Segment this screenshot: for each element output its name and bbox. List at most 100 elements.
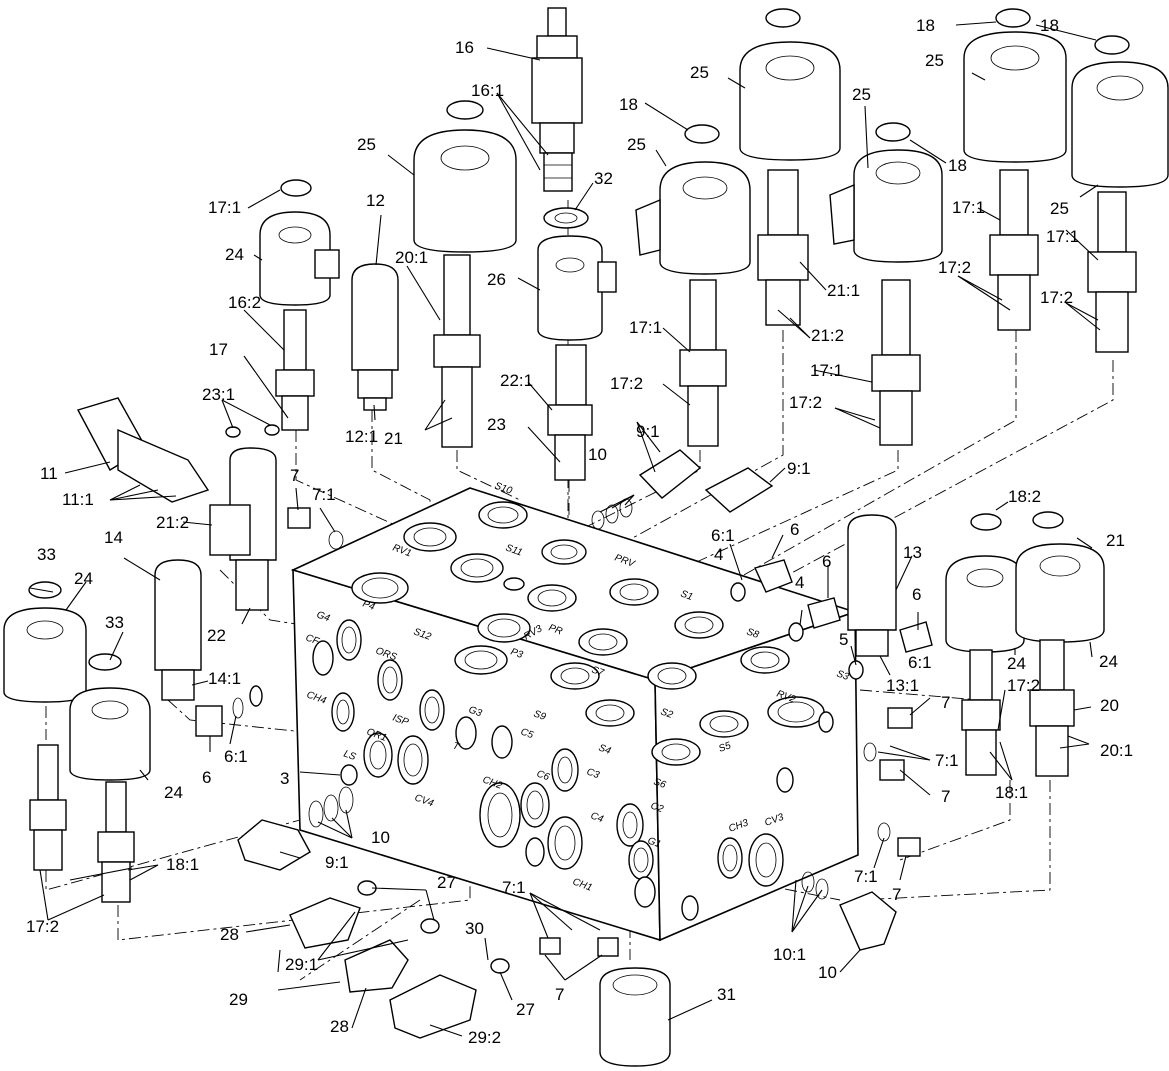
port-label-S2: S2 bbox=[659, 706, 675, 721]
callout-18-1-a: 17:2 bbox=[610, 374, 643, 393]
callout-10-lower: 9:1 bbox=[325, 853, 349, 872]
callout-26-c: 25 bbox=[627, 135, 646, 154]
port-label-T: T bbox=[451, 740, 461, 753]
plugs-28 bbox=[357, 880, 510, 974]
callout-15: 16 bbox=[455, 38, 474, 57]
valve-manifold-block bbox=[290, 487, 859, 942]
stem-17-far-right bbox=[961, 649, 1001, 776]
callout-17-right: 17:2 bbox=[1007, 676, 1040, 695]
nuts-33 bbox=[28, 581, 122, 671]
callout-26-e: 25 bbox=[925, 51, 944, 70]
port-label-S7: S7 bbox=[590, 664, 606, 679]
callout-6-top-right: 6 bbox=[790, 520, 799, 539]
callout-11: 11 bbox=[40, 464, 58, 483]
stem-22 bbox=[547, 344, 593, 481]
callout-13-1: 13:1 bbox=[886, 676, 919, 695]
coil-26-b bbox=[739, 8, 841, 161]
callout-7-right-b: 7 bbox=[941, 787, 950, 806]
stem-17-left bbox=[29, 744, 67, 871]
callout-18-2-d: 18 bbox=[1040, 16, 1059, 35]
callout-16: 16:2 bbox=[228, 293, 261, 312]
callout-7-1-top-left: 7:1 bbox=[312, 485, 336, 504]
callout-33-a: 33 bbox=[37, 545, 56, 564]
stem-17-right bbox=[97, 781, 135, 903]
callout-10-1-lower: 10 bbox=[371, 828, 390, 847]
callout-9-1: 10:1 bbox=[773, 945, 806, 964]
callout-15-1: 16:1 bbox=[471, 81, 504, 100]
lower-components bbox=[289, 871, 897, 1067]
callout-7-right-a: 7 bbox=[941, 693, 950, 712]
callout-18-b: 17:1 bbox=[810, 361, 843, 380]
callout-7-lower-right: 7 bbox=[892, 885, 901, 904]
stem-18-b bbox=[871, 279, 921, 446]
callout-26-left: 25 bbox=[357, 135, 376, 154]
callout-9: 10 bbox=[818, 963, 837, 982]
plugs-7-bottom bbox=[539, 937, 619, 957]
coil-26-c bbox=[635, 124, 751, 275]
callout-27: 26 bbox=[487, 270, 506, 289]
coil-26-a bbox=[413, 100, 517, 253]
stem-21 bbox=[1029, 639, 1075, 777]
port-label-C6: C6 bbox=[535, 768, 551, 783]
callout-25-top-left: 24 bbox=[225, 245, 244, 264]
fitting-29-upper bbox=[289, 897, 361, 949]
port-label-S5: S5 bbox=[717, 740, 733, 755]
callout-28-bottom: 27 bbox=[516, 1000, 535, 1019]
callout-31: 31 bbox=[717, 985, 736, 1004]
callout-20: 21:1 bbox=[827, 281, 860, 300]
port-label-S11: S11 bbox=[504, 542, 524, 558]
callout-7-1-bottom: 7:1 bbox=[502, 878, 526, 897]
callout-18-a: 17:1 bbox=[629, 318, 662, 337]
coil-26-f bbox=[1071, 35, 1169, 188]
right-face-ports bbox=[681, 711, 834, 921]
callout-12: 12 bbox=[366, 191, 385, 210]
coil-25-left-b bbox=[69, 687, 151, 781]
plugs-right-side bbox=[730, 559, 933, 857]
callout-28-top: 27 bbox=[437, 873, 456, 892]
callout-18-2-c: 18 bbox=[916, 16, 935, 35]
port-label-S1: S1 bbox=[679, 588, 694, 603]
nut-32 bbox=[543, 207, 589, 229]
callout-29-1: 29 bbox=[229, 990, 248, 1009]
callout-5: 5 bbox=[839, 630, 848, 649]
plug-6-left bbox=[195, 685, 263, 737]
callout-18-2-b: 18 bbox=[948, 156, 967, 175]
callout-19-1: 21 bbox=[384, 429, 403, 448]
callout-14-1: 14:1 bbox=[208, 669, 241, 688]
port-label-P4: P4 bbox=[361, 598, 377, 613]
fitting-10-lower bbox=[237, 786, 354, 871]
callout-26-d: 25 bbox=[852, 85, 871, 104]
port-label-ISP: ISP bbox=[391, 712, 410, 728]
callout-12-1: 12:1 bbox=[345, 427, 378, 446]
cartridge-11 bbox=[76, 397, 210, 503]
coil-26-e bbox=[963, 8, 1067, 163]
block-right-face bbox=[654, 610, 859, 942]
callout-3: 3 bbox=[280, 769, 289, 788]
port-label-P3: P3 bbox=[509, 646, 525, 661]
callout-25-right-b: 24 bbox=[1099, 652, 1118, 671]
coil-25-left-a bbox=[3, 607, 87, 703]
callout-6-left: 6 bbox=[202, 768, 211, 787]
callout-25-right-a: 24 bbox=[1007, 654, 1026, 673]
callout-7-1-lower-right: 7:1 bbox=[854, 867, 878, 886]
port-label-S9: S9 bbox=[532, 708, 548, 723]
top-face-ports bbox=[351, 501, 825, 766]
stem-19 bbox=[433, 254, 481, 448]
callout-18-2-a: 18 bbox=[619, 95, 638, 114]
coil-25-right-a bbox=[945, 513, 1025, 653]
cartridge-15 bbox=[531, 7, 583, 192]
callout-7-1-right: 7:1 bbox=[935, 751, 959, 770]
port-label-PR: PR bbox=[547, 622, 564, 637]
stem-18-c bbox=[989, 169, 1039, 331]
callout-6-1-far-right: 6:1 bbox=[908, 653, 932, 672]
callout-18-d: 17:1 bbox=[1046, 227, 1079, 246]
port-label-S3: S3 bbox=[835, 668, 851, 683]
callout-10-1-top: 10 bbox=[588, 445, 607, 464]
callout-20-1: 21:2 bbox=[811, 326, 844, 345]
callout-7-top-left: 7 bbox=[290, 466, 299, 485]
callout-26-f: 25 bbox=[1050, 199, 1069, 218]
stem-18-a bbox=[679, 279, 727, 447]
port-label-C5: C5 bbox=[519, 726, 535, 741]
fitting-30 bbox=[389, 974, 477, 1039]
coil-27 bbox=[537, 235, 617, 341]
